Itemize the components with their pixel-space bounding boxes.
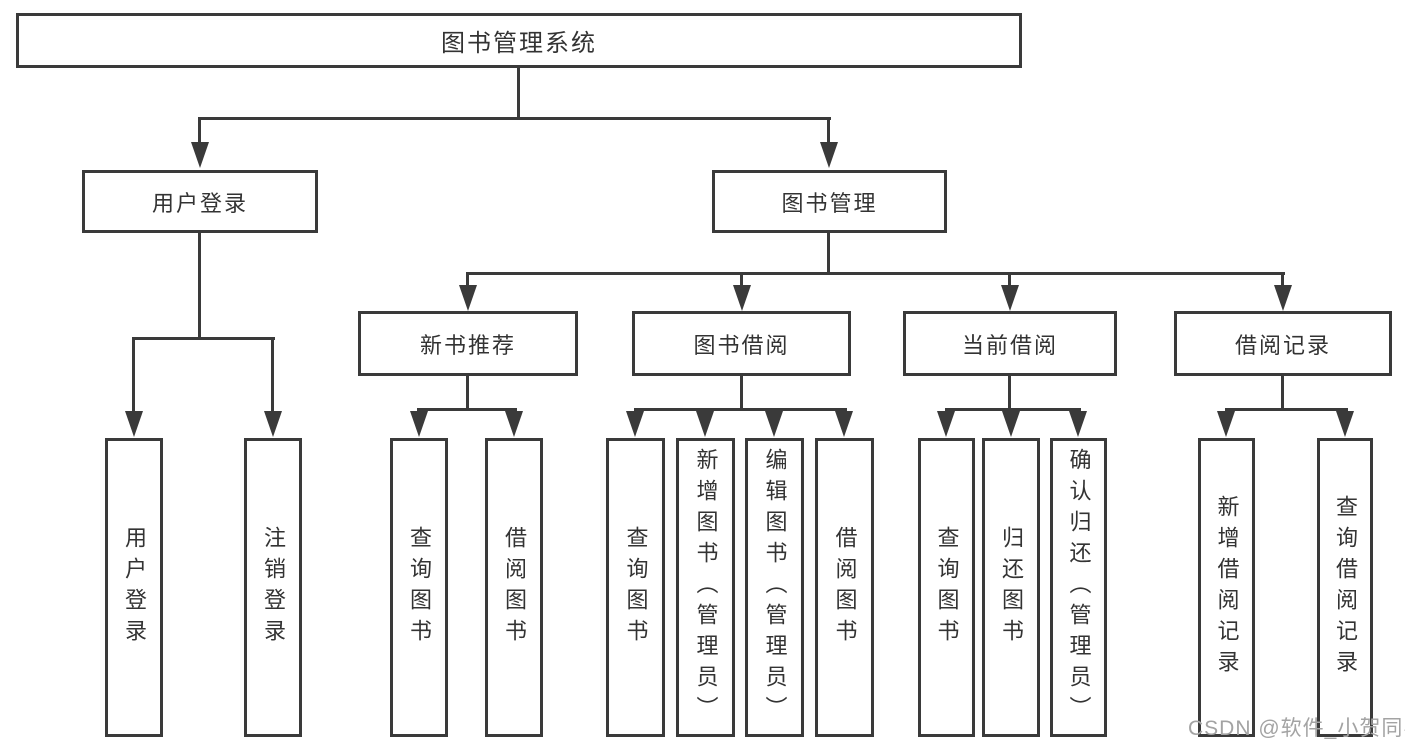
arrow-down-icon bbox=[937, 411, 955, 437]
arrow-down-icon bbox=[505, 411, 523, 437]
arrow-down-icon bbox=[264, 411, 282, 437]
leaf-logout: 注销登录 bbox=[244, 438, 302, 737]
arrow-down-icon bbox=[696, 411, 714, 437]
connector-line bbox=[198, 117, 831, 120]
node-borrow-records: 借阅记录 bbox=[1174, 311, 1392, 376]
connector-line bbox=[271, 337, 274, 412]
connector-line bbox=[466, 376, 469, 411]
leaf-query-books-recommend: 查询图书 bbox=[390, 438, 448, 737]
node-library-system: 图书管理系统 bbox=[16, 13, 1022, 68]
leaf-return-book: 归还图书 bbox=[982, 438, 1040, 737]
connector-line bbox=[1008, 272, 1011, 287]
connector-line bbox=[466, 272, 1285, 275]
arrow-down-icon bbox=[1336, 411, 1354, 437]
arrow-down-icon bbox=[191, 142, 209, 168]
leaf-borrow-books: 借阅图书 bbox=[815, 438, 874, 737]
node-new-book-recommend: 新书推荐 bbox=[358, 311, 578, 376]
connector-line bbox=[198, 233, 201, 337]
connector-line bbox=[1225, 408, 1348, 411]
connector-line bbox=[132, 337, 275, 340]
leaf-query-books-borrow: 查询图书 bbox=[606, 438, 665, 737]
leaf-query-books-current: 查询图书 bbox=[918, 438, 975, 737]
leaf-confirm-return-admin: 确认归还（管理员） bbox=[1050, 438, 1107, 737]
node-current-borrow: 当前借阅 bbox=[903, 311, 1117, 376]
connector-line bbox=[132, 337, 135, 412]
arrow-down-icon bbox=[410, 411, 428, 437]
connector-line bbox=[517, 68, 520, 117]
connector-line bbox=[945, 408, 1081, 411]
arrow-down-icon bbox=[1001, 285, 1019, 311]
connector-line bbox=[740, 376, 743, 411]
connector-line bbox=[1281, 376, 1284, 411]
connector-line bbox=[1008, 376, 1011, 411]
connector-line bbox=[1281, 272, 1284, 287]
connector-line bbox=[740, 272, 743, 287]
node-book-borrow: 图书借阅 bbox=[632, 311, 851, 376]
arrow-down-icon bbox=[1217, 411, 1235, 437]
node-user-login: 用户登录 bbox=[82, 170, 318, 233]
arrow-down-icon bbox=[1069, 411, 1087, 437]
connector-line bbox=[466, 272, 469, 287]
connector-line bbox=[827, 117, 830, 143]
connector-line bbox=[827, 233, 830, 272]
connector-line bbox=[417, 408, 517, 411]
arrow-down-icon bbox=[820, 142, 838, 168]
leaf-user-login: 用户登录 bbox=[105, 438, 163, 737]
csdn-watermark: CSDN @软件_小贺同学 bbox=[1188, 717, 1405, 740]
leaf-add-book-admin: 新增图书（管理员） bbox=[676, 438, 735, 737]
node-book-management: 图书管理 bbox=[712, 170, 947, 233]
arrow-down-icon bbox=[459, 285, 477, 311]
arrow-down-icon bbox=[1002, 411, 1020, 437]
leaf-borrow-books-recommend: 借阅图书 bbox=[485, 438, 543, 737]
arrow-down-icon bbox=[626, 411, 644, 437]
arrow-down-icon bbox=[1274, 285, 1292, 311]
arrow-down-icon bbox=[733, 285, 751, 311]
leaf-edit-book-admin: 编辑图书（管理员） bbox=[745, 438, 804, 737]
arrow-down-icon bbox=[125, 411, 143, 437]
leaf-query-borrow-record: 查询借阅记录 bbox=[1317, 438, 1373, 737]
connector-line bbox=[198, 117, 201, 143]
connector-line bbox=[634, 408, 847, 411]
arrow-down-icon bbox=[835, 411, 853, 437]
arrow-down-icon bbox=[765, 411, 783, 437]
leaf-add-borrow-record: 新增借阅记录 bbox=[1198, 438, 1255, 737]
